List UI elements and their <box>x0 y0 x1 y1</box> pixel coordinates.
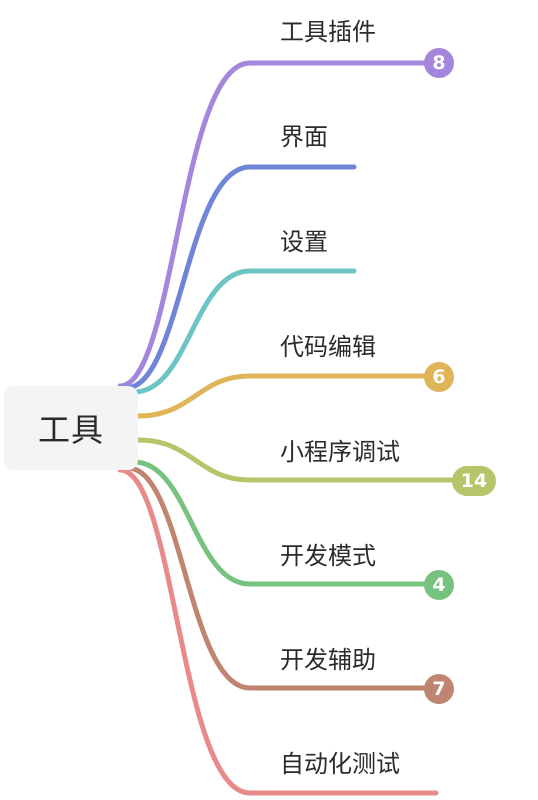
connector-interface <box>123 164 357 391</box>
connector-settings <box>131 268 357 395</box>
connector-dev-mode <box>131 459 443 587</box>
root-node[interactable]: 工具 <box>4 386 138 470</box>
branch-label-tool-plugins[interactable]: 工具插件 <box>280 18 376 46</box>
branch-label-code-editing[interactable]: 代码编辑 <box>280 333 376 361</box>
connector-miniprogram-debug <box>135 437 469 483</box>
root-label: 工具 <box>37 411 104 449</box>
branch-label-dev-assist[interactable]: 开发辅助 <box>280 646 376 674</box>
collapse-count-badge-code-editing[interactable]: 6 <box>424 362 454 392</box>
branch-label-settings[interactable]: 设置 <box>280 228 328 256</box>
branch-label-miniprogram-debug[interactable]: 小程序调试 <box>280 438 400 466</box>
connector-tool-plugins <box>117 60 443 389</box>
branch-label-interface[interactable]: 界面 <box>280 123 328 151</box>
connector-code-editing <box>135 373 443 419</box>
collapse-count-badge-miniprogram-debug[interactable]: 14 <box>452 466 496 496</box>
connector-dev-assist <box>125 465 443 691</box>
connector-auto-test <box>117 467 439 796</box>
collapse-count-badge-dev-assist[interactable]: 7 <box>424 674 454 704</box>
branch-label-dev-mode[interactable]: 开发模式 <box>280 542 376 570</box>
collapse-count-badge-tool-plugins[interactable]: 8 <box>424 48 454 78</box>
branch-label-auto-test[interactable]: 自动化测试 <box>280 750 400 778</box>
collapse-count-badge-dev-mode[interactable]: 4 <box>424 570 454 600</box>
